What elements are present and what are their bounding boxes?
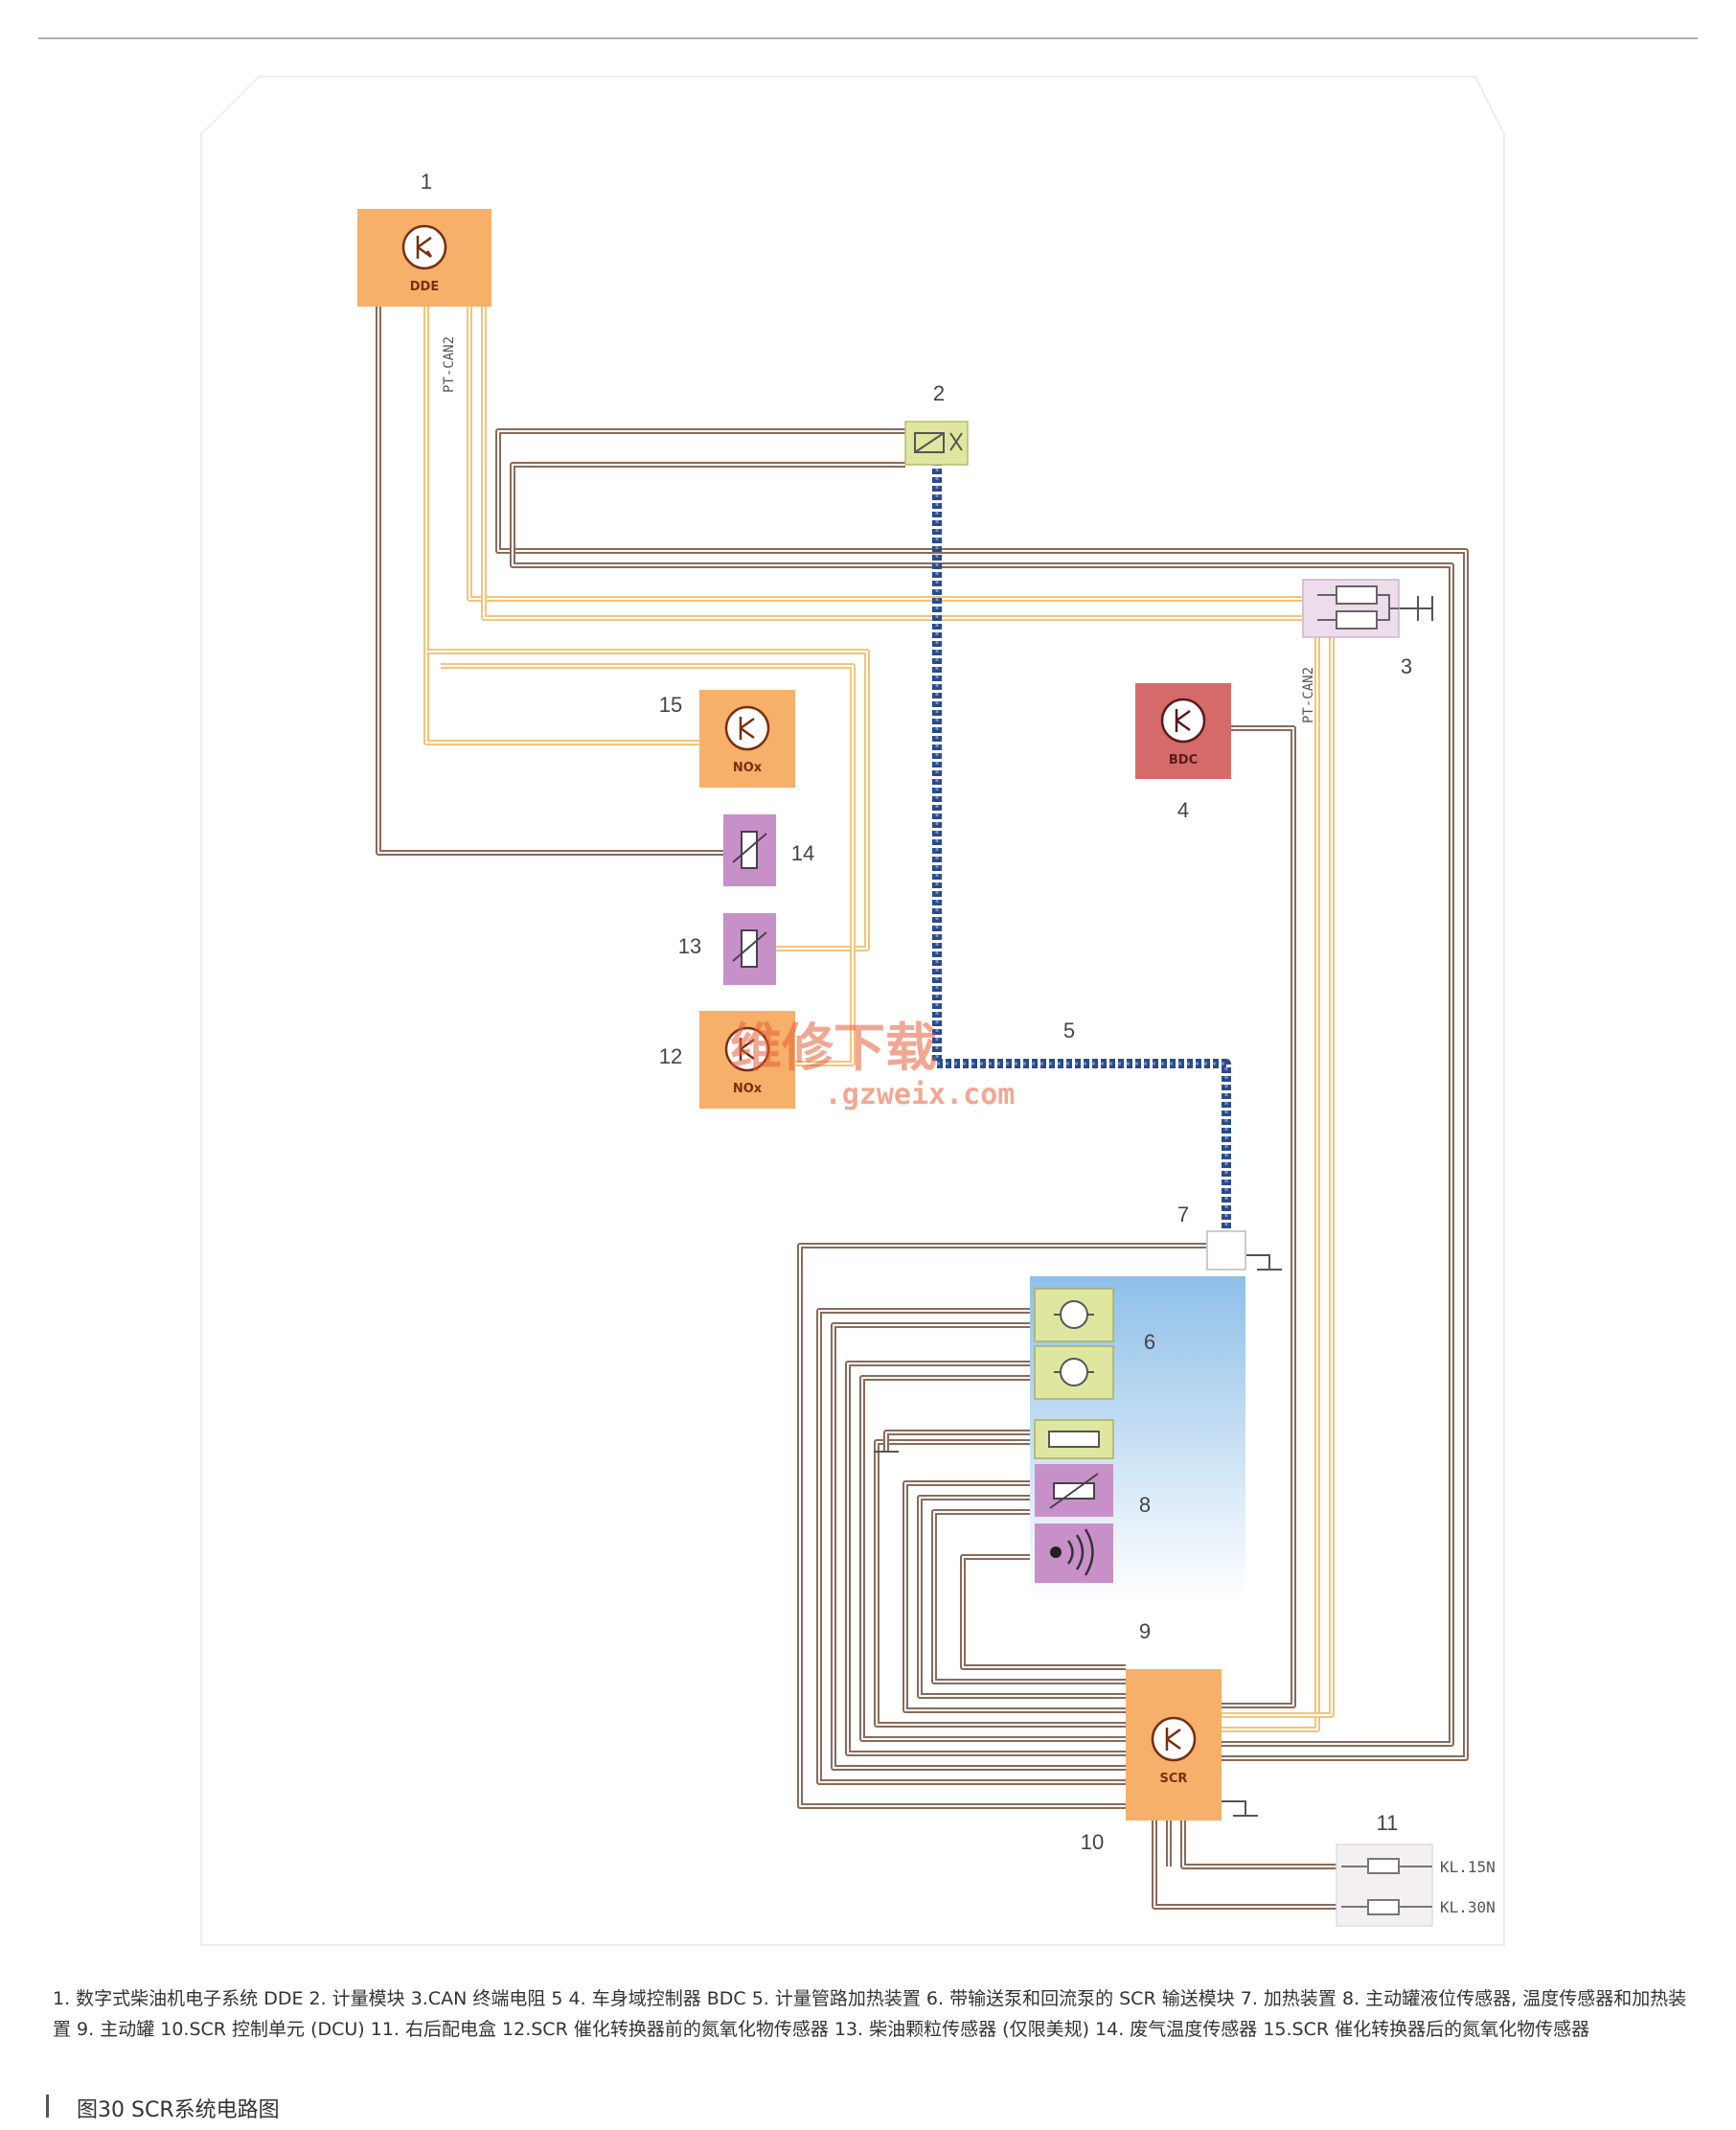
pump-motor-icon	[1060, 1300, 1088, 1329]
callout-10: 10	[1081, 1830, 1104, 1854]
figure-title: 图30 SCR系统电路图	[77, 2098, 280, 2122]
callout-9: 9	[1139, 1619, 1151, 1643]
nox-sensor-after-catalyst: NOx	[699, 690, 795, 788]
transistor-icon	[724, 1026, 770, 1072]
kl15n-label: KL.15N	[1440, 1858, 1496, 1876]
callout-12: 12	[659, 1044, 682, 1068]
heater-element	[1206, 1230, 1246, 1271]
callout-1: 1	[421, 170, 432, 194]
transistor-icon	[1160, 698, 1206, 744]
transistor-icon	[1151, 1716, 1197, 1762]
wire-nox-branch	[426, 649, 870, 951]
resistor-icon	[1336, 585, 1378, 605]
fuse-icon	[1367, 1858, 1400, 1874]
active-tank	[1030, 1276, 1245, 1600]
transistor-icon	[724, 705, 770, 751]
nox-before-label: NOx	[733, 1082, 763, 1096]
scr-control-unit: SCR	[1126, 1669, 1222, 1821]
resistor-icon-2	[1336, 610, 1378, 630]
caption-bar	[46, 2095, 49, 2118]
ground-symbols	[874, 596, 1433, 1817]
callout-11: 11	[1377, 1811, 1399, 1835]
dosing-line-heater	[932, 460, 1231, 1236]
pt-can2-label-scr: PT-CAN2	[1301, 667, 1316, 723]
bdc-module: BDC	[1135, 683, 1231, 779]
wire-pt-can2-a	[467, 307, 1303, 602]
wire-scr-kl15n	[1180, 1821, 1341, 1869]
scr-circuit-diagram: DDE BDC NOx	[38, 37, 1698, 1946]
heater-coil-icon	[1048, 1431, 1100, 1448]
callout-6: 6	[1144, 1330, 1155, 1354]
figure-caption: 1. 数字式柴油机电子系统 DDE 2. 计量模块 3.CAN 终端电阻 5 4…	[53, 1988, 1687, 2040]
callout-5: 5	[1063, 1019, 1075, 1042]
distribution-box	[1336, 1844, 1433, 1927]
pt-can2-label-dde: PT-CAN2	[442, 336, 457, 393]
nox-after-label: NOx	[733, 761, 763, 775]
callout-13: 13	[678, 934, 701, 958]
dde-label: DDE	[410, 280, 439, 294]
tank-level-sensor	[1035, 1523, 1113, 1583]
valve-icon	[914, 432, 945, 453]
can-terminal-resistor	[1302, 579, 1400, 638]
dde-module: DDE	[357, 209, 491, 307]
bdc-label: BDC	[1169, 753, 1198, 767]
ground-can-resistor	[1394, 596, 1433, 621]
thermistor-icon	[741, 831, 758, 869]
wire-dde-temp-sensor	[376, 307, 723, 856]
exhaust-temperature-sensor	[723, 814, 776, 886]
wires	[376, 307, 1469, 1910]
watermark-text: 维修下载	[730, 1018, 937, 1078]
ground-scr	[1217, 1800, 1258, 1817]
pump-module-2	[1034, 1345, 1114, 1400]
callout-14: 14	[791, 841, 814, 865]
kl30n-label: KL.30N	[1440, 1898, 1496, 1916]
diagram-frame	[200, 76, 1505, 1946]
transistor-icon	[401, 224, 447, 270]
scr-label: SCR	[1160, 1772, 1188, 1786]
callout-8: 8	[1139, 1493, 1151, 1517]
fuse-icon-2	[1367, 1899, 1400, 1915]
ultrasonic-icon	[1050, 1546, 1062, 1558]
callout-4: 4	[1177, 798, 1189, 822]
pump-motor-icon-2	[1060, 1358, 1088, 1386]
dosing-module	[904, 421, 969, 466]
callout-15: 15	[659, 693, 682, 717]
callout-2: 2	[933, 381, 945, 405]
callout-7: 7	[1177, 1202, 1189, 1226]
watermark-url: .gzweix.com	[825, 1078, 1016, 1111]
particulate-sensor	[723, 913, 776, 985]
sensor-element-icon	[741, 929, 758, 968]
nox-sensor-before-catalyst: NOx	[699, 1011, 795, 1109]
callout-3: 3	[1401, 654, 1412, 678]
